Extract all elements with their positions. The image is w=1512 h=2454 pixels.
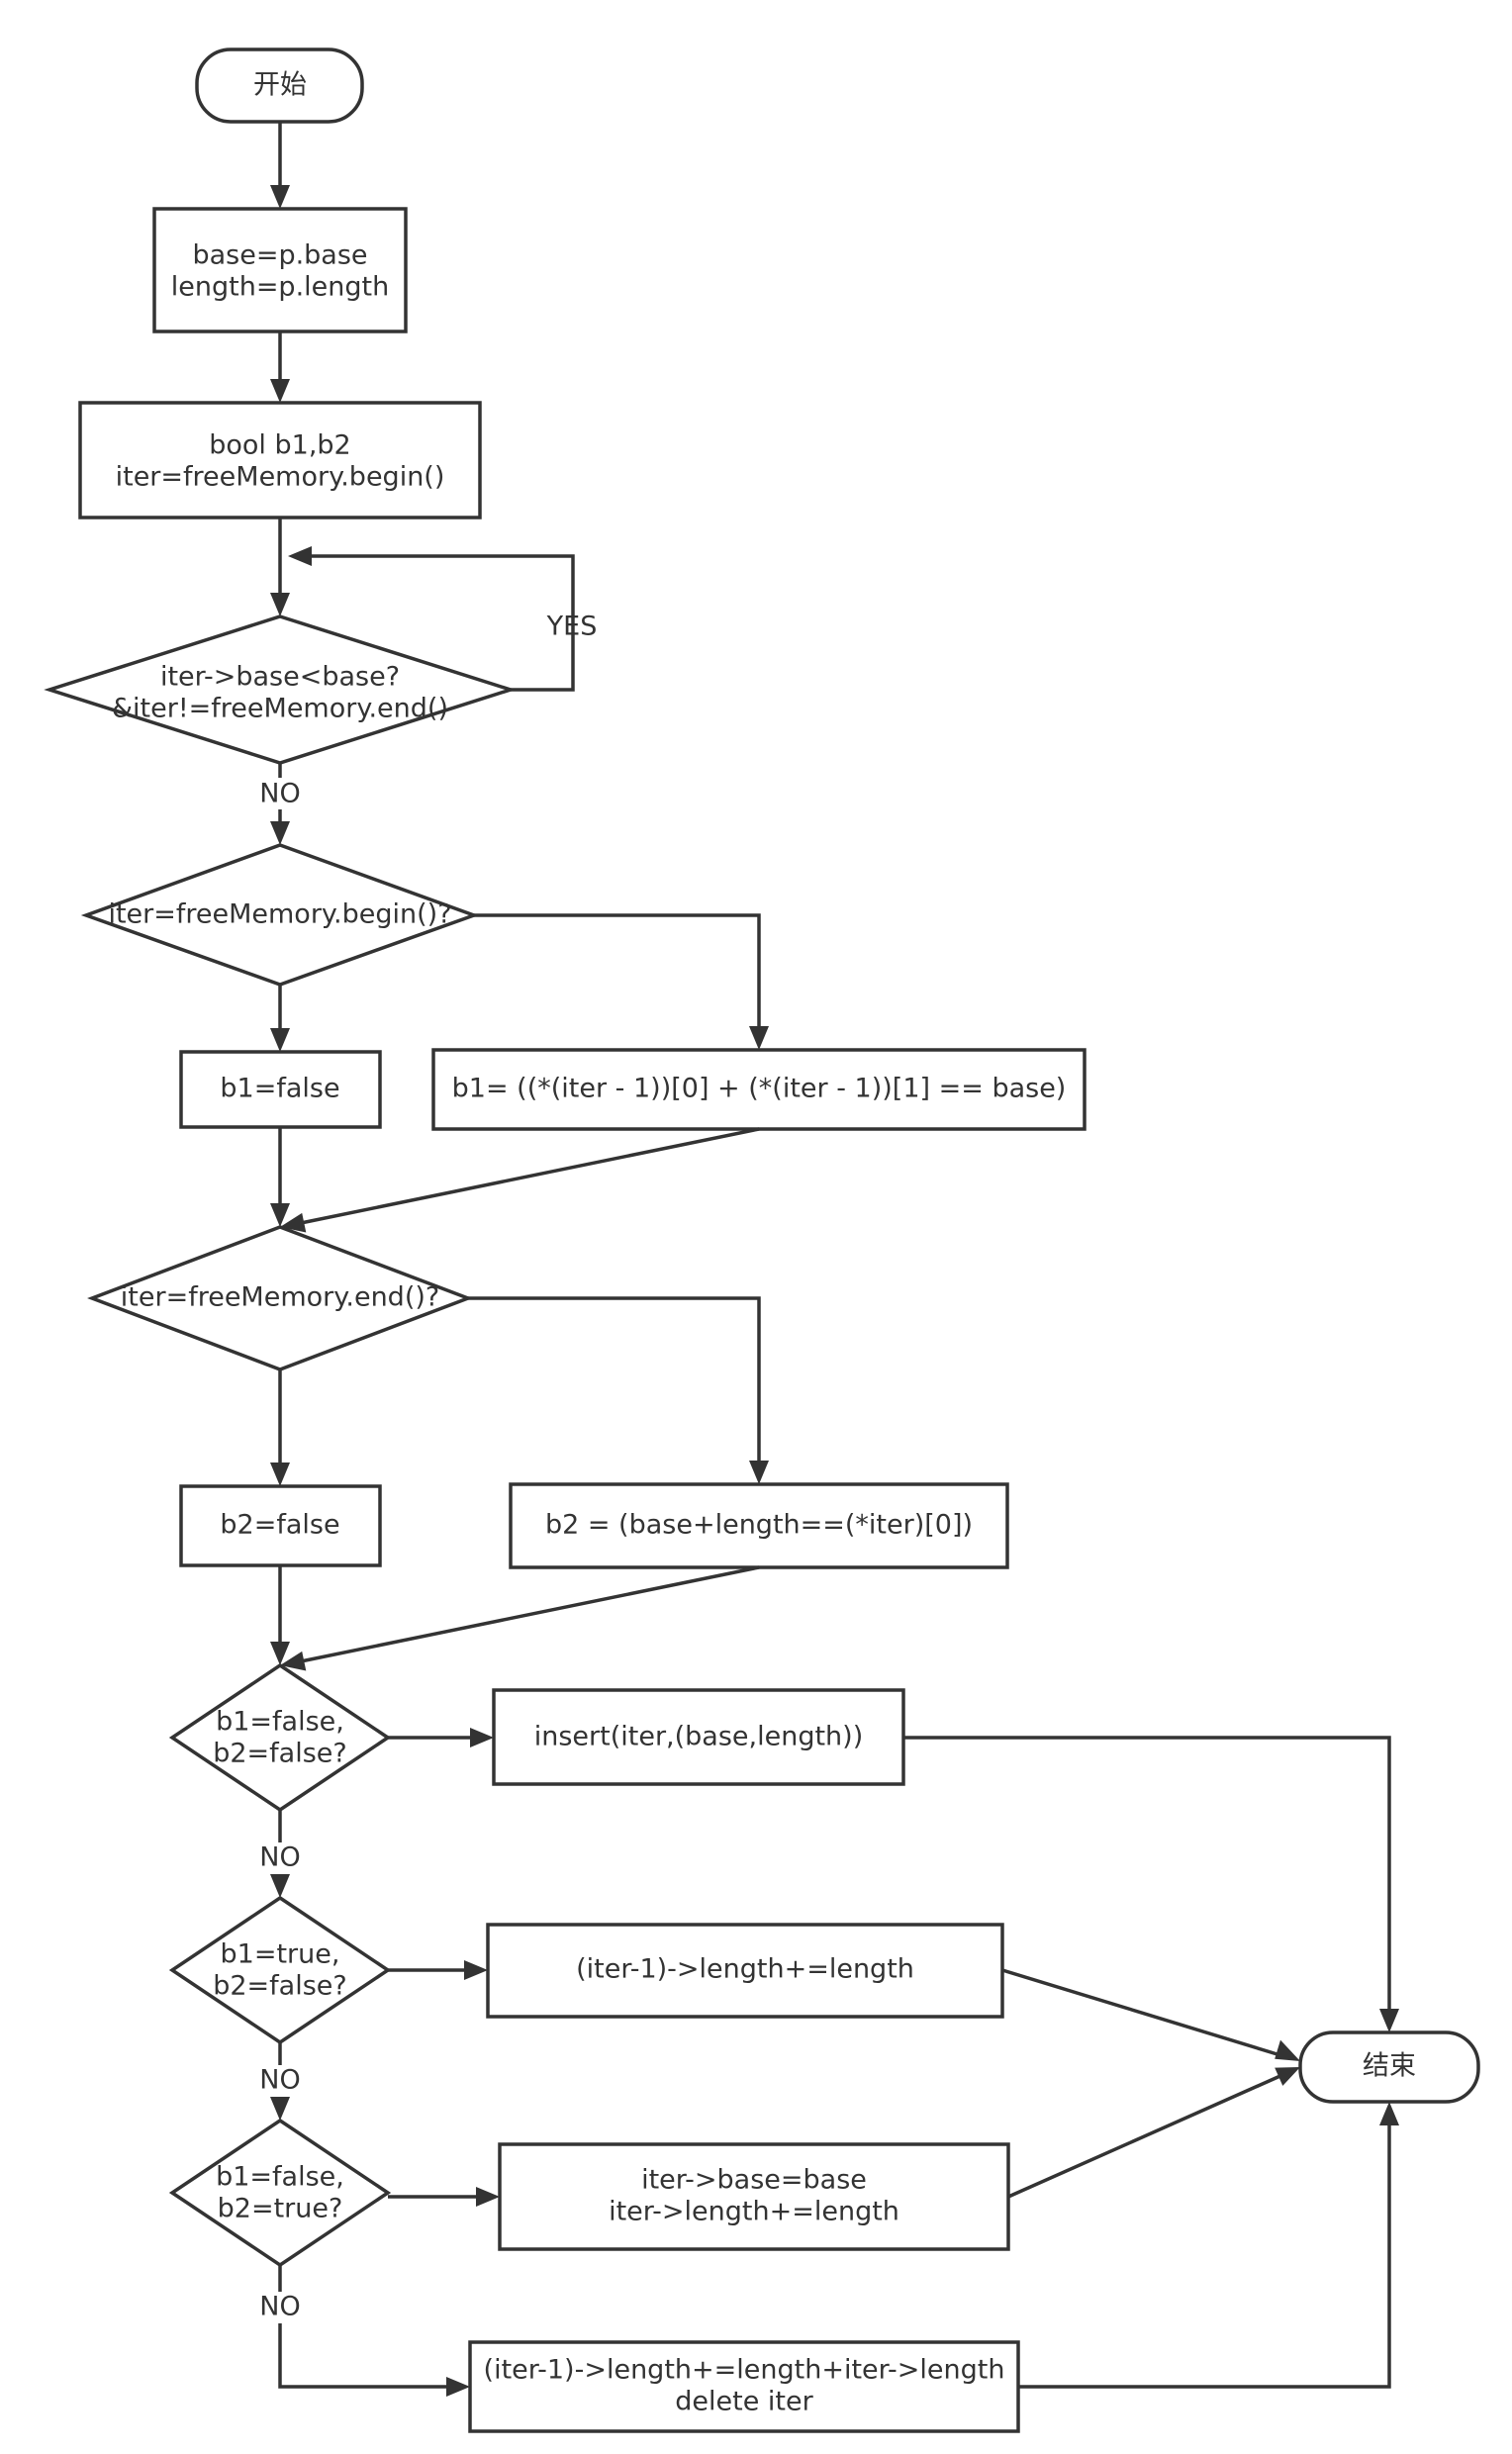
- insert-label: insert(iter,(base,length)): [534, 1722, 864, 1752]
- init-base-line1: base=p.base: [192, 240, 367, 271]
- end-node: 结束: [1298, 2030, 1480, 2104]
- edge-insert-to-end: [903, 1736, 1399, 2032]
- b1-false-label: b1=false: [220, 1074, 339, 1104]
- merge-both-line2: delete iter: [675, 2387, 813, 2417]
- edge-b2-compute-to-cond-ff: [280, 1565, 760, 1671]
- check-begin-label: iter=freeMemory.begin()?: [108, 899, 451, 930]
- merge-next-line2: iter->length+=length: [609, 2197, 899, 2227]
- edge-cond-tf-yes-to-merge-prev: [388, 1960, 488, 1980]
- cond-tf-diamond: b1=true, b2=false?: [168, 1895, 392, 2045]
- edge-cond-ft-yes-to-merge-next: [388, 2187, 500, 2207]
- edge-merge-next-to-end: [1007, 2067, 1300, 2199]
- init-base-node: base=p.base length=p.length: [152, 207, 408, 333]
- edge-label-ff-no: NO: [259, 1842, 300, 1873]
- b2-false-label: b2=false: [220, 1510, 339, 1541]
- edge-label-bg: [255, 2292, 305, 2323]
- b1-compute-label: b1= ((*(iter - 1))[0] + (*(iter - 1))[1]…: [452, 1074, 1067, 1104]
- merge-next-node: iter->base=base iter->length+=length: [498, 2142, 1010, 2251]
- edge-merge-prev-to-end: [1001, 1968, 1300, 2061]
- edge-loop-yes: [288, 546, 575, 692]
- b2-compute-node: b2 = (base+length==(*iter)[0]): [509, 1482, 1009, 1569]
- b2-compute-label: b2 = (base+length==(*iter)[0]): [545, 1510, 973, 1541]
- edge-label-loop-yes: YES: [546, 612, 598, 642]
- merge-prev-label: (iter-1)->length+=length: [576, 1954, 914, 1985]
- edge-start-to-init-base: [270, 122, 290, 209]
- edge-label-loop-no: NO: [259, 779, 300, 809]
- merge-next-line1: iter->base=base: [641, 2165, 867, 2196]
- cond-ff-line2: b2=false?: [213, 1739, 347, 1769]
- edge-check-end-to-b2-false: [270, 1369, 290, 1486]
- edge-b1-compute-to-check-end: [280, 1127, 760, 1233]
- loop-check-line1: iter->base<base?: [160, 662, 400, 693]
- b1-compute-node: b1= ((*(iter - 1))[0] + (*(iter - 1))[1]…: [431, 1048, 1087, 1131]
- loop-check-diamond: iter->base<base? &iter!=freeMemory.end(): [44, 614, 517, 765]
- edge-b1-false-to-check-end: [270, 1127, 290, 1227]
- edge-check-end-to-b2-compute: [468, 1296, 769, 1484]
- b1-false-node: b1=false: [179, 1050, 382, 1129]
- cond-ff-diamond: b1=false, b2=false?: [168, 1662, 392, 1813]
- start-label: 开始: [253, 70, 307, 101]
- edge-check-begin-to-b1-false: [270, 985, 290, 1052]
- edge-merge-both-to-end: [1018, 2102, 1399, 2389]
- end-label: 结束: [1363, 2051, 1416, 2082]
- edge-cond-ft-no-to-merge-both: [278, 2265, 470, 2397]
- cond-tf-line1: b1=true,: [221, 1939, 340, 1970]
- merge-both-node: (iter-1)->length+=length+iter->length de…: [468, 2340, 1020, 2433]
- init-iter-line2: iter=freeMemory.begin(): [116, 462, 445, 493]
- edge-label-bg: [255, 1842, 305, 1874]
- check-begin-diamond: iter=freeMemory.begin()?: [80, 843, 480, 987]
- loop-check-line2: &iter!=freeMemory.end(): [112, 694, 448, 724]
- edge-init-iter-to-loop-check: [270, 518, 290, 616]
- edge-init-base-to-init-iter: [270, 331, 290, 403]
- check-end-label: iter=freeMemory.end()?: [121, 1282, 439, 1313]
- merge-prev-node: (iter-1)->length+=length: [486, 1923, 1004, 2019]
- edge-b2-false-to-cond-ff: [270, 1565, 290, 1665]
- edge-label-tf-no: NO: [259, 2065, 300, 2096]
- init-base-line2: length=p.length: [171, 272, 389, 303]
- cond-ft-line1: b1=false,: [216, 2162, 344, 2193]
- init-iter-node: bool b1,b2 iter=freeMemory.begin(): [78, 401, 482, 519]
- start-node: 开始: [195, 47, 364, 124]
- cond-ff-line1: b1=false,: [216, 1707, 344, 1738]
- cond-ft-diamond: b1=false, b2=true?: [168, 2118, 392, 2268]
- merge-both-line1: (iter-1)->length+=length+iter->length: [484, 2355, 1005, 2386]
- edge-cond-ff-yes-to-insert: [388, 1728, 494, 1747]
- b2-false-node: b2=false: [179, 1484, 382, 1567]
- edge-label-bg: [255, 778, 305, 809]
- check-end-diamond: iter=freeMemory.end()?: [87, 1225, 473, 1371]
- edge-label-ft-no: NO: [259, 2292, 300, 2322]
- cond-tf-line2: b2=false?: [213, 1971, 347, 2002]
- init-iter-line1: bool b1,b2: [209, 430, 350, 461]
- edge-label-bg: [255, 2065, 305, 2097]
- insert-node: insert(iter,(base,length)): [492, 1688, 905, 1786]
- cond-ft-line2: b2=true?: [218, 2194, 343, 2224]
- edge-check-begin-to-b1-compute: [474, 913, 769, 1050]
